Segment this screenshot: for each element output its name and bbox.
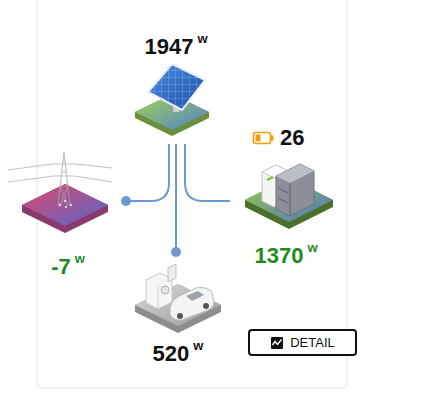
- home-node: 520w: [128, 252, 228, 372]
- power-value: 520: [153, 341, 190, 367]
- battery-inverter-icon: [245, 164, 333, 229]
- grid-pylon-icon: [8, 152, 112, 233]
- value-row: 1947 w: [117, 34, 235, 60]
- battery-node: 26 1370 w: [230, 122, 342, 276]
- power-value: 1370: [254, 243, 303, 269]
- value-row: -7 w: [10, 254, 126, 280]
- detail-button: DETAIL: [248, 329, 357, 356]
- solar-node: 1947 w: [117, 32, 235, 144]
- home-load-icon: [135, 264, 221, 333]
- grid-node: -7 w: [10, 160, 126, 286]
- flow-line: [175, 144, 177, 252]
- chart-icon: [270, 336, 284, 350]
- button-label: DETAIL: [290, 335, 335, 351]
- value-row: 26: [230, 125, 342, 151]
- unit-label: w: [75, 252, 85, 266]
- connector-dot: [171, 247, 181, 257]
- power-value: 1947: [144, 34, 193, 60]
- power-value: -7: [51, 254, 71, 280]
- solar-panel-icon: [135, 64, 209, 136]
- battery-level-icon: [254, 133, 274, 144]
- unit-label: w: [197, 32, 207, 46]
- unit-label: w: [307, 241, 317, 255]
- flow-line: [185, 144, 230, 201]
- unit-label: w: [193, 339, 203, 353]
- value-row: 1370 w: [230, 243, 342, 269]
- value-row: 520w: [128, 341, 228, 367]
- connector-dot: [121, 196, 131, 206]
- power-value: 26: [280, 125, 304, 151]
- flow-line: [126, 144, 169, 201]
